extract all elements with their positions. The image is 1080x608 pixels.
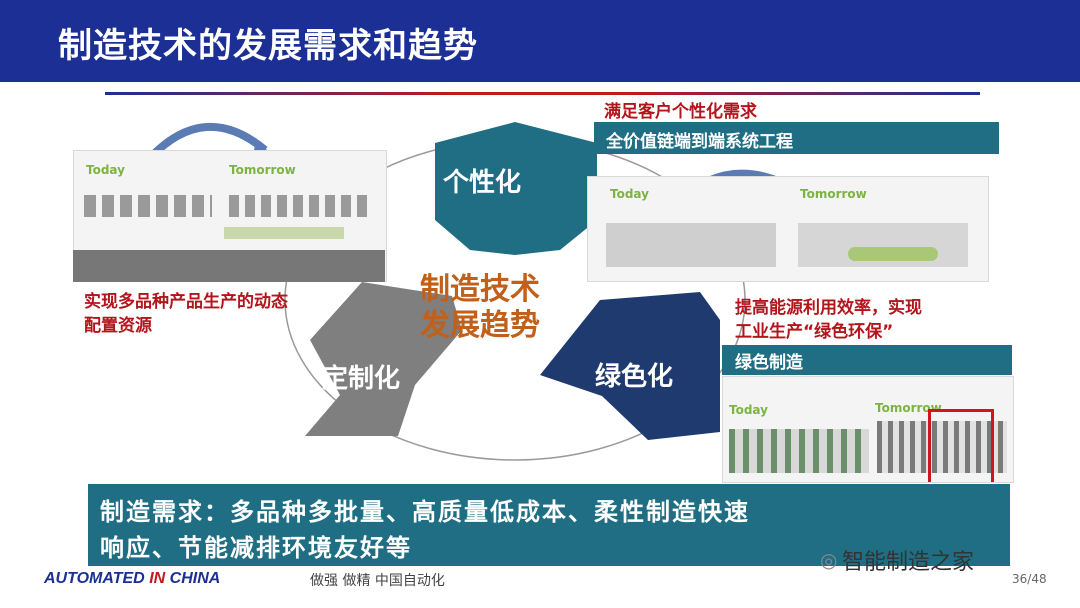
- right-top-thumbnail: Today Tomorrow: [587, 176, 989, 282]
- right-caption: 提高能源利用效率，实现 工业生产“绿色环保”: [735, 296, 922, 344]
- title-bar: [0, 0, 1080, 82]
- right-top-today-image: [606, 223, 776, 267]
- bottom-summary-line1: 制造需求：多品种多批量、高质量低成本、柔性制造快速: [100, 498, 750, 526]
- top-right-bar-text: 全价值链端到端系统工程: [606, 132, 793, 152]
- top-right-need: 满足客户个性化需求: [604, 102, 757, 122]
- right-caption-line2: 工业生产“绿色环保”: [735, 322, 894, 342]
- wechat-watermark: 智能制造之家: [842, 550, 975, 575]
- segment-label-customization: 定制化: [322, 364, 401, 394]
- left-caption: 实现多品种产品生产的动态 配置资源: [84, 290, 288, 338]
- page-number: 36/48: [1012, 572, 1047, 586]
- left-tomorrow-flow: [224, 227, 344, 239]
- segment-green: [540, 292, 720, 440]
- brand-part-in: IN: [149, 570, 166, 587]
- segment-label-green: 绿色化: [595, 362, 674, 392]
- center-label: 制造技术 发展趋势: [420, 272, 540, 344]
- left-today-machines: [84, 195, 212, 217]
- segment-label-personalization: 个性化: [443, 168, 522, 198]
- left-tomorrow-label: Tomorrow: [229, 163, 296, 177]
- right-top-tomorrow-label: Tomorrow: [800, 187, 867, 201]
- footer-slogan: 做强 做精 中国自动化: [310, 573, 445, 589]
- right-caption-line1: 提高能源利用效率，实现: [735, 298, 922, 318]
- right-bottom-tomorrow-chart: [877, 421, 1007, 473]
- top-right-bar: [594, 122, 999, 154]
- wechat-icon: ◎: [820, 548, 838, 572]
- page-title: 制造技术的发展需求和趋势: [58, 26, 478, 66]
- right-bottom-today-chart: [729, 429, 869, 473]
- segment-customization: [305, 282, 462, 436]
- segment-personalization: [435, 122, 597, 255]
- brand-part-china: CHINA: [165, 570, 221, 587]
- bottom-summary-line2: 响应、节能减排环境友好等: [100, 534, 412, 562]
- center-label-line1: 制造技术: [420, 272, 540, 307]
- brand-part-automated: AUTOMATED: [44, 570, 150, 587]
- left-caption-line2: 配置资源: [84, 316, 152, 336]
- highlight-box: [928, 409, 994, 482]
- left-curve-arrow: [147, 123, 268, 161]
- right-bar-text: 绿色制造: [735, 353, 803, 373]
- right-bottom-today-label: Today: [729, 403, 768, 417]
- bottom-summary: 制造需求：多品种多批量、高质量低成本、柔性制造快速 响应、节能减排环境友好等: [100, 494, 1000, 566]
- right-bottom-thumbnail: Today Tomorrow: [722, 376, 1014, 483]
- right-bottom-tomorrow-label: Tomorrow: [875, 401, 942, 415]
- right-top-green-path: [848, 247, 938, 261]
- left-tomorrow-machines: [229, 195, 369, 217]
- footer-brand: AUTOMATED IN CHINA: [44, 570, 220, 588]
- title-divider: [105, 92, 980, 95]
- left-thumbnail-footer-bar: [73, 250, 385, 282]
- bottom-summary-band: [88, 484, 1010, 566]
- left-today-label: Today: [86, 163, 125, 177]
- right-top-today-label: Today: [610, 187, 649, 201]
- left-caption-line1: 实现多品种产品生产的动态: [84, 292, 288, 312]
- right-bar: [722, 345, 1012, 375]
- center-label-line2: 发展趋势: [420, 308, 540, 343]
